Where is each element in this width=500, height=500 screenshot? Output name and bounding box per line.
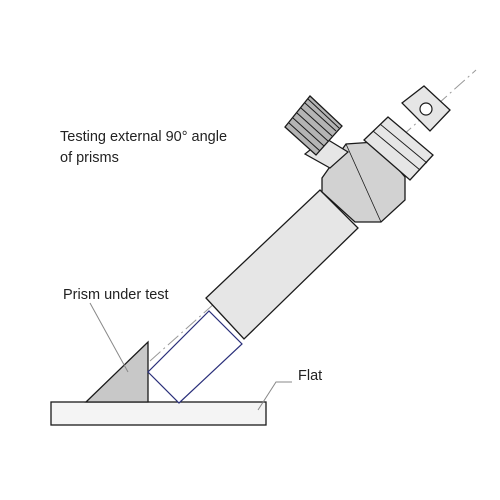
autocollimator-tube xyxy=(205,189,359,340)
eyepiece-block xyxy=(363,116,434,181)
prism-leader xyxy=(89,302,129,373)
flat-label: Flat xyxy=(298,368,322,384)
title-line-1: Testing external 90° angle xyxy=(60,129,227,145)
prism-label: Prism under test xyxy=(63,287,169,303)
eyepiece-hole xyxy=(419,102,433,116)
flat-leader xyxy=(257,381,292,411)
title-line-2: of prisms xyxy=(60,150,119,166)
light-beam xyxy=(147,310,243,404)
autocollimator-head xyxy=(321,141,406,223)
optical-flat xyxy=(50,401,267,426)
adjustment-knob[interactable] xyxy=(284,95,350,169)
